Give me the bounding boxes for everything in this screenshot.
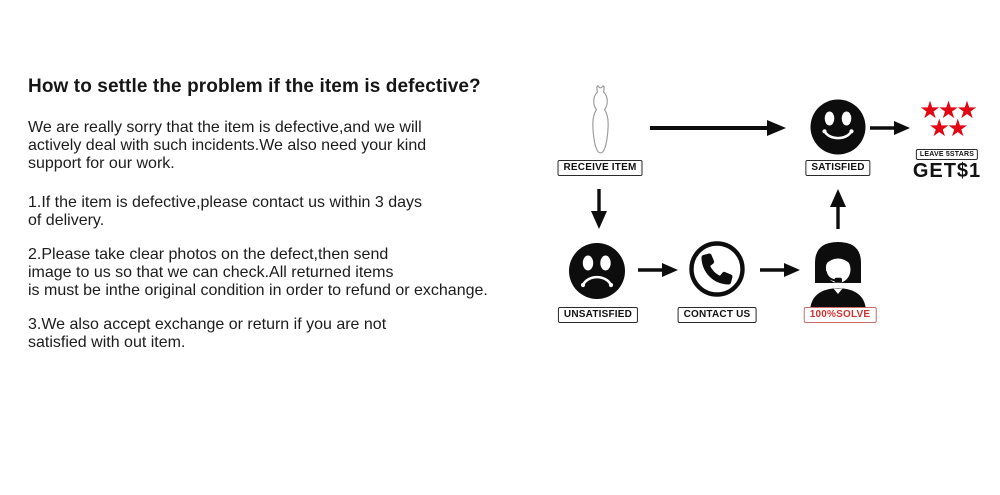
contact-us-label: CONTACT US <box>677 307 757 323</box>
arrow-unsatisfied-to-contact-icon <box>638 262 678 278</box>
policy-line: image to us so that we can check.All ret… <box>28 264 394 281</box>
arrow-solve-to-satisfied-icon <box>829 189 847 229</box>
arrow-receive-to-unsatisfied-icon <box>590 189 608 229</box>
policy-text-column: How to settle the problem if the item is… <box>28 76 653 368</box>
policy-line: 3.We also accept exchange or return if y… <box>28 316 387 333</box>
stars-row-bottom: ★★ <box>928 115 968 142</box>
policy-line: satisfied with out item. <box>28 334 186 351</box>
policy-line: 1.If the item is defective,please contac… <box>28 194 422 211</box>
support-agent-icon <box>804 233 872 311</box>
policy-line: 2.Please take clear photos on the defect… <box>28 246 389 263</box>
receive-item-label: RECEIVE ITEM <box>557 160 643 176</box>
intro-line: actively deal with such incidents.We als… <box>28 137 427 154</box>
arrow-receive-to-satisfied-icon <box>650 119 786 137</box>
satisfied-label: SATISFIED <box>805 160 871 176</box>
arrow-contact-to-solve-icon <box>760 262 800 278</box>
solve-label: 100%SOLVE <box>803 307 877 323</box>
intro-line: support for our work. <box>28 155 175 172</box>
five-stars-icon: ★★★ ★★ <box>919 97 978 142</box>
dress-icon <box>587 82 614 158</box>
unsatisfied-label: UNSATISFIED <box>557 307 639 323</box>
policy-line: is must be inthe original condition in o… <box>28 282 488 299</box>
get-1-dollar-label: GET$1 <box>912 160 982 182</box>
stars-row-top: ★★★ <box>919 97 978 124</box>
leave-5stars-label: LEAVE 5STARS <box>915 149 979 160</box>
intro-line: We are really sorry that the item is def… <box>28 119 422 136</box>
happy-face-icon <box>810 99 866 155</box>
arrow-satisfied-to-stars-icon <box>870 120 910 136</box>
phone-icon <box>687 239 747 299</box>
sad-face-icon <box>568 242 626 300</box>
page-title: How to settle the problem if the item is… <box>28 76 481 97</box>
policy-line: of delivery. <box>28 212 105 229</box>
